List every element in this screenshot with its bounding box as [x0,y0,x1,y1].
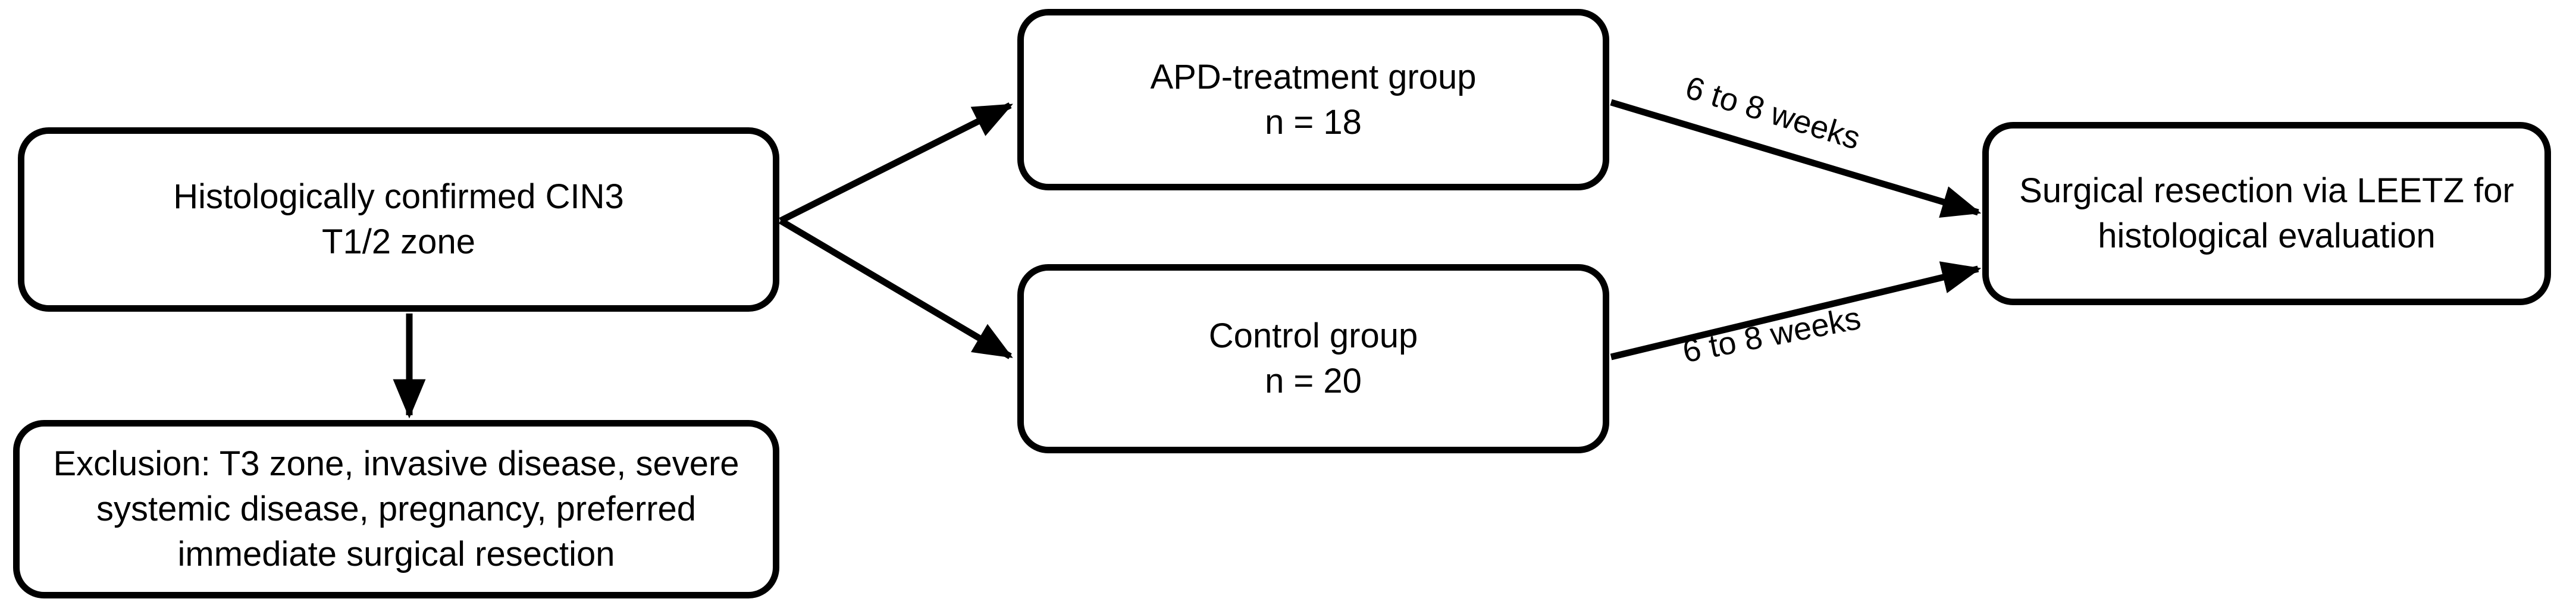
node-exclusion: Exclusion: T3 zone, invasive disease, se… [13,420,779,598]
node-exclusion-line-3: immediate surgical resection [177,535,615,573]
node-control-group: Control group n = 20 [1017,264,1609,453]
node-exclusion-line-2: systemic disease, pregnancy, preferred [96,490,696,528]
arrow-apd-to-outcome [1610,99,1982,218]
node-eligibility-line-2: T1/2 zone [322,222,475,261]
node-apd-line-2: n = 18 [1265,102,1362,142]
node-outcome: Surgical resection via LEETZ for histolo… [1982,122,2551,305]
arrow-control-to-outcome [1610,261,1982,361]
node-eligibility: Histologically confirmed CIN3 T1/2 zone [18,127,779,312]
arrow-eligibility-to-control [779,218,1013,359]
node-apd-line-1: APD-treatment group [1150,57,1477,96]
node-eligibility-line-1: Histologically confirmed CIN3 [173,177,624,216]
node-control-line-1: Control group [1208,316,1418,355]
node-exclusion-line-1: Exclusion: T3 zone, invasive disease, se… [53,444,739,483]
node-control-line-2: n = 20 [1265,362,1362,400]
node-outcome-line-1: Surgical resection via LEETZ for [2019,171,2514,210]
node-apd-treatment-group: APD-treatment group n = 18 [1017,9,1609,190]
node-outcome-line-2: histological evaluation [2098,217,2436,255]
arrow-eligibility-to-apd [779,102,1013,224]
